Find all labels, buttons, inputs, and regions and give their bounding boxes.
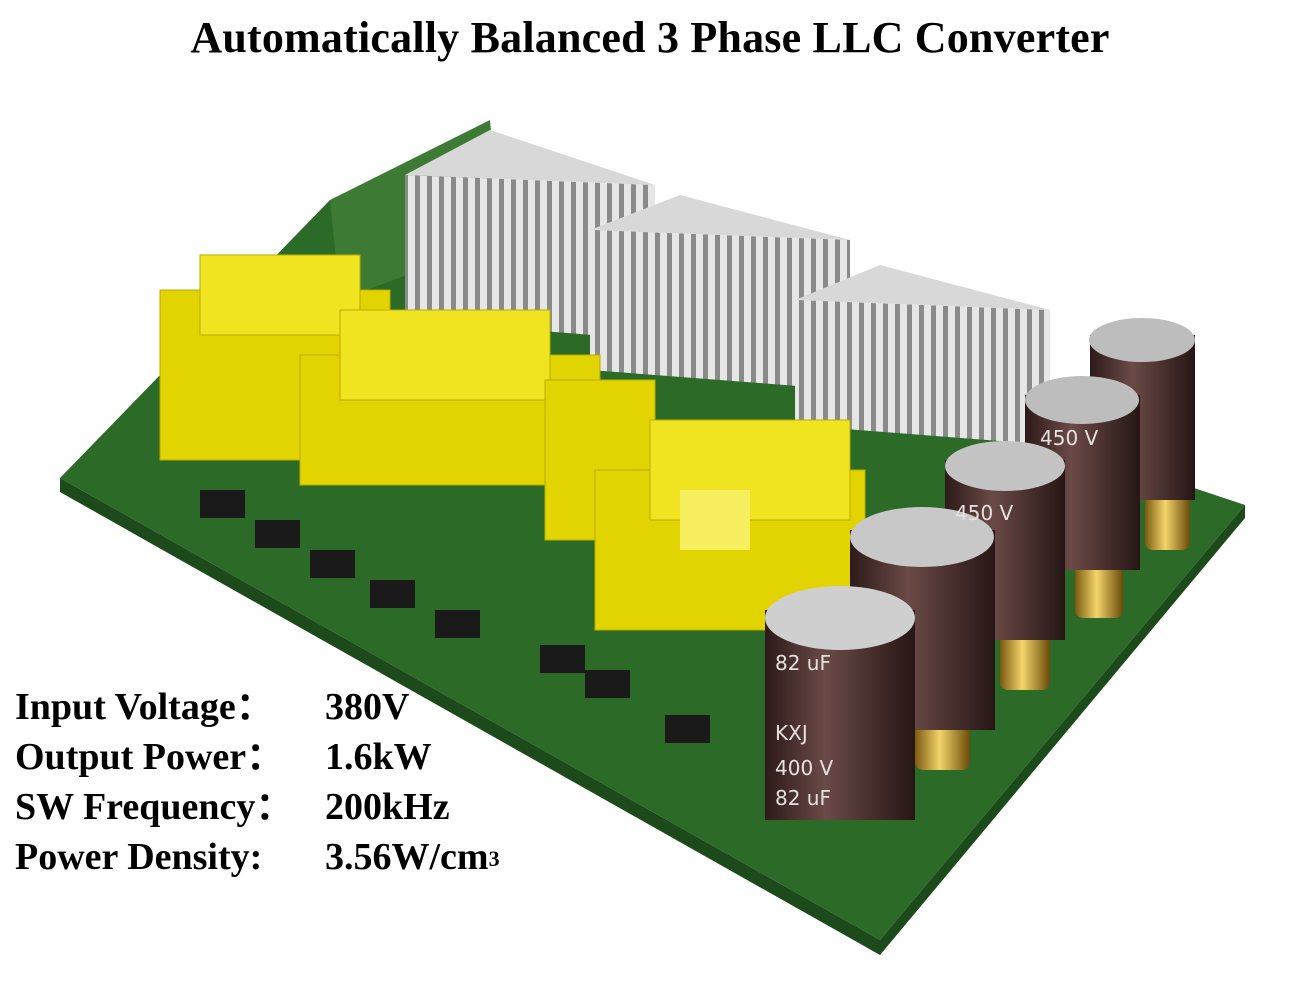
spec-input-voltage: Input Voltage： 380V — [15, 682, 500, 732]
spec-value-superscript: 3 — [488, 846, 500, 871]
spec-sw-frequency: SW Frequency： 200kHz — [15, 782, 500, 832]
capacitors: 450 V 450 V 82 uF KXJ 400 V 82 uF — [765, 318, 1195, 820]
spec-list: Input Voltage： 380V Output Power： 1.6kW SW… — [15, 682, 500, 882]
spec-output-power: Output Power： 1.6kW — [15, 732, 500, 782]
capacitor-voltage-label: 400 V — [775, 756, 834, 780]
capacitor-capacitance-label: 82 uF — [775, 786, 831, 810]
spec-power-density: Power Density: 3.56W/cm3 — [15, 832, 500, 882]
capacitor-series-label: KXJ — [775, 721, 808, 745]
heatsinks — [405, 130, 1050, 445]
spec-value: 3.56W/cm3 — [325, 832, 500, 882]
capacitor-voltage-label: 450 V — [955, 501, 1014, 525]
page-title: Automatically Balanced 3 Phase LLC Conve… — [190, 13, 1110, 62]
capacitor-voltage-label: 450 V — [1040, 426, 1099, 450]
capacitor-capacitance-label: 82 uF — [775, 651, 831, 675]
spec-label: SW Frequency： — [15, 786, 294, 828]
spec-label: Output Power： — [15, 736, 285, 778]
spec-value: 1.6kW — [325, 736, 432, 778]
spec-value: 200kHz — [325, 786, 450, 828]
spec-value-main: 3.56W/cm — [325, 836, 489, 878]
mosfets — [200, 490, 710, 743]
spec-value: 380V — [325, 686, 410, 728]
spec-label: Power Density: — [15, 836, 263, 878]
spec-label: Input Voltage： — [15, 686, 274, 728]
